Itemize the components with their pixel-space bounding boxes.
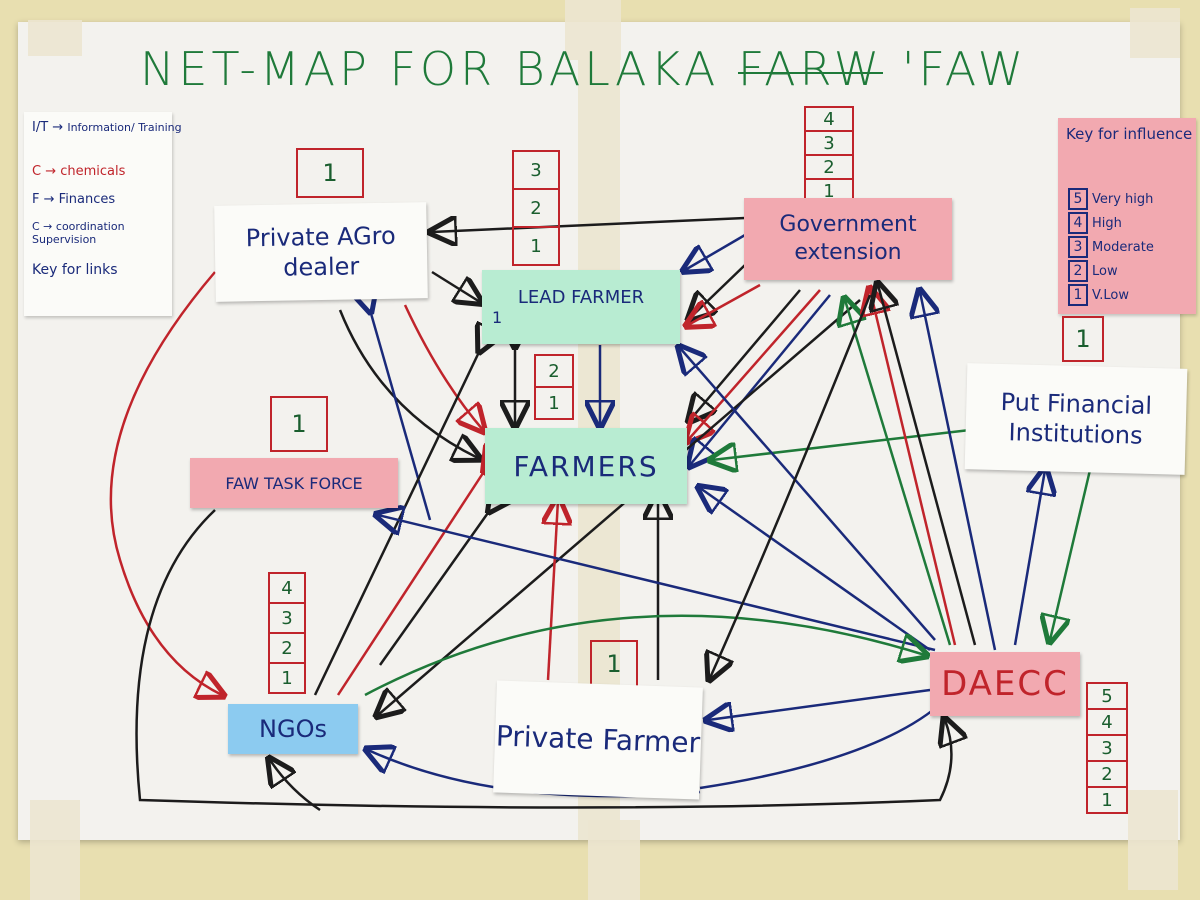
influence-private-agro: 1 [296, 148, 364, 198]
link-daecc-gov-fin [845, 300, 952, 646]
link-agro-farmers-chem [403, 304, 483, 430]
link-farmers-ngos-chem [336, 470, 485, 696]
link-agro-farmers [338, 309, 478, 458]
influence-ngos: 4 3 2 1 [268, 572, 306, 694]
link-gov-pf [710, 294, 872, 678]
tape [28, 20, 82, 56]
influence-lead-farmer: 3 2 1 [512, 150, 560, 266]
link-gov-farmers-info [690, 294, 831, 465]
struck-word: FARW [737, 42, 884, 96]
influence-financial: 1 [1062, 316, 1104, 362]
node-financial-institutions: Put Financial Institutions [964, 363, 1188, 475]
node-ngos: NGOs [228, 704, 358, 754]
legend-row-chemicals: C → chemicals [32, 164, 126, 179]
link-daecc-pf-2 [699, 699, 946, 790]
link-gov-farmers-chem [688, 289, 821, 440]
link-agro-ngo [370, 310, 432, 521]
tape [1130, 8, 1180, 58]
link-daecc-fin [1013, 470, 1045, 646]
influence-private-farmer: 1 [590, 640, 638, 688]
node-private-farmer: Private Farmer [493, 680, 703, 800]
link-daecc-faw [378, 515, 936, 652]
link-gov-to-agro [432, 218, 746, 232]
influence-daecc: 5 4 3 2 1 [1086, 682, 1128, 814]
node-lead-farmer-label: LEAD FARMER [517, 287, 645, 308]
link-fin-daecc [1050, 469, 1092, 640]
link-gov-farmers [690, 289, 801, 420]
legend-links-footer: Key for links [32, 262, 118, 278]
link-pf-farmers [548, 500, 558, 681]
tape [1128, 790, 1178, 890]
link-gov-lead-chem [688, 283, 761, 325]
influence-farmers: 2 1 [534, 354, 574, 420]
influence-gov-extension: 4 3 2 1 [804, 106, 854, 204]
link-agro-ngos-chem [109, 271, 222, 695]
node-farmers: FARMERS [485, 428, 687, 504]
link-daecc-gov-chem [870, 290, 957, 646]
link-daecc-gov [878, 285, 977, 646]
legend-row-coordination: C → coordination Supervision [32, 220, 125, 246]
legend-influence-title: Key for influence [1066, 125, 1193, 143]
link-daecc-farmers [700, 488, 931, 652]
link-farmers-ngos [378, 510, 490, 666]
node-private-agro-dealer: Private AGro dealer [214, 202, 428, 302]
link-bottom-ngos [270, 760, 321, 812]
node-lead-farmer: LEAD FARMER 1 [482, 270, 680, 344]
link-gov-lead [690, 264, 746, 318]
node-daecc: DAECC [930, 652, 1080, 716]
link-daecc-gov-info [920, 292, 997, 651]
legend-links: I/T → Information/ Training C → chemical… [24, 112, 182, 316]
influence-faw-task-force: 1 [270, 396, 328, 452]
link-daecc-lead [680, 348, 936, 641]
link-daecc-pf [708, 688, 931, 720]
link-gov-ngos [378, 299, 861, 715]
node-government-extension: Government extension [744, 198, 952, 280]
page-title: NET-MAP FOR BALAKA FARW 'FAW [140, 42, 1028, 96]
node-faw-task-force: FAW TASK FORCE [190, 458, 398, 508]
link-ngos-daecc [364, 614, 925, 697]
legend-row-training: I/T → Information/ Training [32, 120, 182, 135]
tape [588, 820, 640, 900]
link-faw-daecc [135, 509, 952, 809]
link-fin-farmers [712, 428, 971, 460]
tape [565, 0, 621, 60]
node-lead-farmer-sub: 1 [492, 308, 503, 327]
link-gov-to-lead [685, 233, 746, 270]
tape [30, 800, 80, 900]
legend-row-finances: F → Finances [32, 192, 116, 207]
link-agro-lead [431, 270, 480, 302]
